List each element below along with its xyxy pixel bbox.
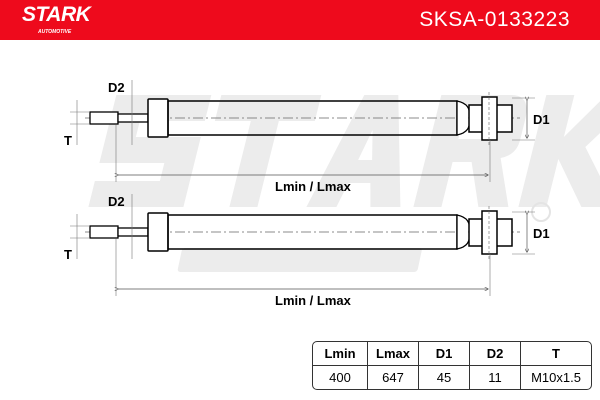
table-row: 400 647 45 11 M10x1.5 xyxy=(313,366,591,389)
label-length: Lmin / Lmax xyxy=(275,179,352,194)
label-length-2: Lmin / Lmax xyxy=(275,293,352,308)
header-lmax: Lmax xyxy=(368,342,419,366)
label-d2-2: D2 xyxy=(108,194,125,209)
value-d1: 45 xyxy=(419,366,470,389)
part-number: SKSA-0133223 xyxy=(419,8,570,31)
value-lmax: 647 xyxy=(368,366,419,389)
spec-table: Lmin Lmax D1 D2 T 400 647 45 11 M10x1.5 xyxy=(312,341,592,390)
value-d2: 11 xyxy=(470,366,521,389)
label-t: T xyxy=(64,133,72,148)
label-d1-2: D1 xyxy=(533,226,550,241)
header-d2: D2 xyxy=(470,342,521,366)
label-d1: D1 xyxy=(533,112,550,127)
value-t: M10x1.5 xyxy=(531,370,581,385)
label-t-2: T xyxy=(64,247,72,262)
table-header-row: Lmin Lmax D1 D2 T xyxy=(313,342,591,366)
shock-absorber-drawing xyxy=(70,80,535,182)
header-d1: D1 xyxy=(419,342,470,366)
header-bar: STARK AUTOMOTIVE SKSA-0133223 xyxy=(0,0,600,40)
label-d2: D2 xyxy=(108,80,125,95)
header-lmin: Lmin xyxy=(313,342,368,366)
header-t: T xyxy=(521,342,591,366)
brand-logo: STARK xyxy=(22,3,91,26)
brand-logo-sub: AUTOMOTIVE xyxy=(38,29,72,35)
value-lmin: 400 xyxy=(313,366,368,389)
